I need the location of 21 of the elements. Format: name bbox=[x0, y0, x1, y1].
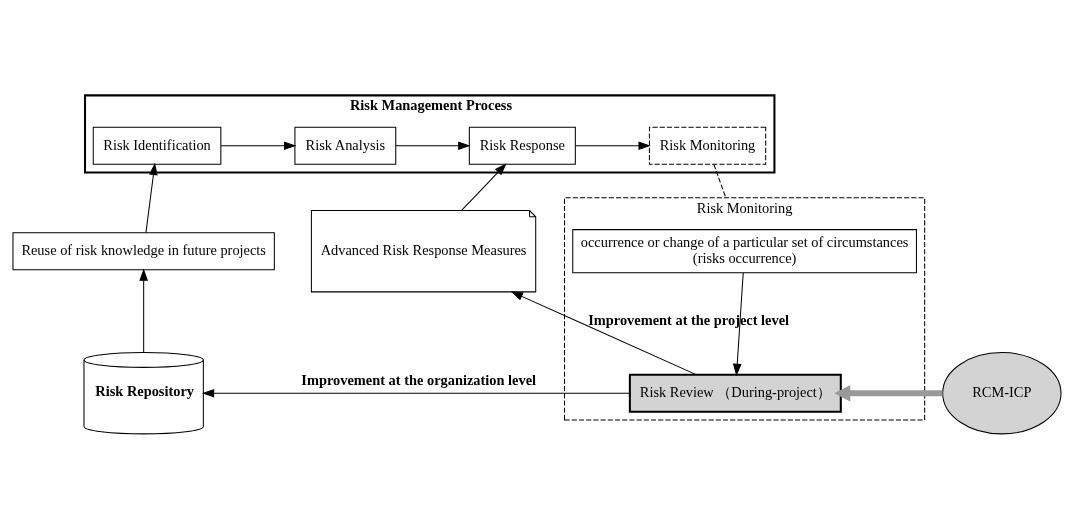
node-box: Risk Review （During-project） bbox=[628, 373, 842, 413]
arrow bbox=[732, 271, 744, 376]
arrow bbox=[575, 140, 651, 150]
arrow bbox=[201, 388, 631, 398]
node-box: Risk Identification bbox=[92, 126, 222, 165]
arrow bbox=[145, 162, 158, 233]
node-ellipse: RCM-ICP bbox=[942, 351, 1062, 434]
arrow bbox=[395, 140, 471, 150]
node-box: Reuse of risk knowledge in future projects bbox=[12, 231, 275, 270]
edge-label: Improvement at the project level bbox=[588, 311, 790, 328]
arrow bbox=[461, 162, 507, 211]
arrow bbox=[510, 290, 697, 375]
arrow bbox=[834, 384, 943, 402]
node-box: Risk Response bbox=[468, 126, 576, 165]
node-box: Risk Analysis bbox=[294, 126, 397, 165]
arrow bbox=[139, 267, 148, 353]
connector bbox=[713, 163, 727, 198]
node-box: occurrence or change of a particular set of circumstances (risks occurrence) bbox=[572, 228, 917, 273]
edge-label: Improvement at the organization level bbox=[301, 371, 537, 388]
arrow bbox=[220, 140, 297, 150]
node-box: Risk Monitoring bbox=[648, 126, 767, 165]
